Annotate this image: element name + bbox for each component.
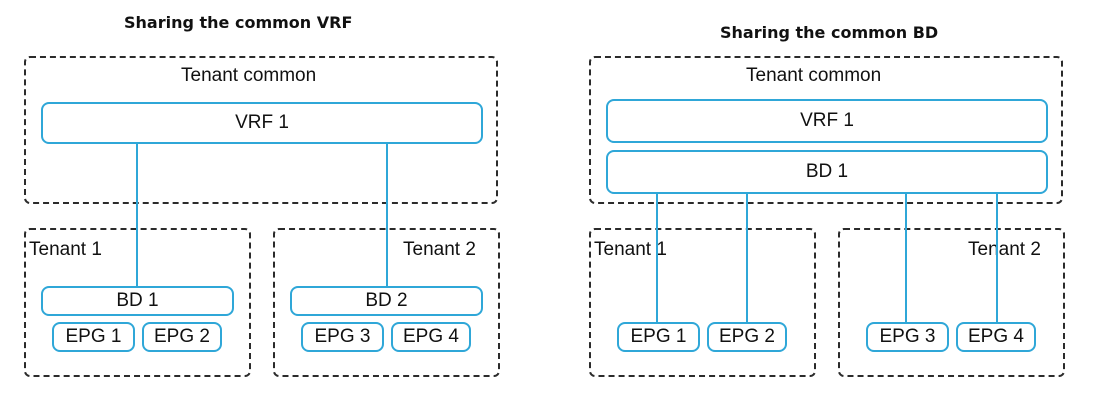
left-vrf-box: VRF 1 <box>41 102 483 144</box>
right-vrf-box: VRF 1 <box>606 99 1048 143</box>
right-connector-bd-epg3 <box>905 193 907 322</box>
right-epg4-box: EPG 4 <box>956 322 1036 352</box>
left-epg2-box: EPG 2 <box>142 322 222 352</box>
right-tenant-common-container <box>589 56 1063 204</box>
left-diagram-title: Sharing the common VRF <box>124 13 353 32</box>
right-tenant2-label: Tenant 2 <box>968 239 1041 260</box>
right-diagram-title: Sharing the common BD <box>720 23 939 42</box>
right-bd1-box: BD 1 <box>606 150 1048 194</box>
left-epg1-box: EPG 1 <box>52 322 135 352</box>
right-connector-bd-epg1 <box>656 193 658 322</box>
left-tenant2-label: Tenant 2 <box>403 239 476 260</box>
right-connector-bd-epg2 <box>746 193 748 322</box>
right-tenant2-container <box>838 228 1065 377</box>
left-bd1-box: BD 1 <box>41 286 234 316</box>
left-tenant-common-label: Tenant common <box>181 65 317 86</box>
right-tenant-common-label: Tenant common <box>746 65 882 86</box>
left-bd2-box: BD 2 <box>290 286 483 316</box>
right-tenant1-label: Tenant 1 <box>594 239 667 260</box>
left-epg3-box: EPG 3 <box>301 322 384 352</box>
right-tenant1-container <box>589 228 816 377</box>
right-epg3-box: EPG 3 <box>866 322 949 352</box>
left-epg4-box: EPG 4 <box>391 322 471 352</box>
right-epg1-box: EPG 1 <box>617 322 700 352</box>
left-connector-vrf-bd2 <box>386 143 388 288</box>
right-connector-bd-epg4 <box>996 193 998 322</box>
right-epg2-box: EPG 2 <box>707 322 787 352</box>
left-tenant1-label: Tenant 1 <box>29 239 102 260</box>
left-connector-vrf-bd1 <box>136 143 138 288</box>
left-tenant-common-container <box>24 56 498 204</box>
